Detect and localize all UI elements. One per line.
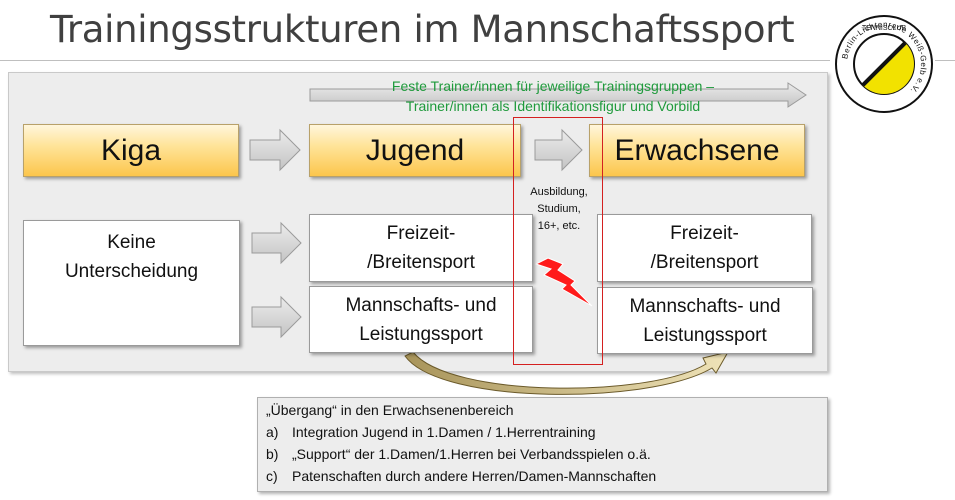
stage-kiga-label: Kiga xyxy=(100,133,162,167)
box-erwachsene-leistung-label: Mannschafts- und Leistungssport xyxy=(629,295,781,346)
box-keine-unterscheidung: Keine Unterscheidung xyxy=(23,220,240,346)
box-erwachsene-freizeit-label: Freizeit- /Breitensport xyxy=(650,223,759,273)
box-erwachsene-leistung: Mannschafts- und Leistungssport xyxy=(597,287,813,354)
box-jugend-freizeit: Freizeit- /Breitensport xyxy=(309,214,533,282)
page-title: Trainingsstrukturen im Mannschaftssport xyxy=(50,8,795,51)
notes-item-text: Integration Jugend in 1.Damen / 1.Herren… xyxy=(292,424,596,440)
notes-heading: „Übergang“ in den Erwachsenenbereich xyxy=(266,402,514,418)
arrow-kiga-jugend xyxy=(249,128,301,172)
lightning-icon xyxy=(534,257,593,307)
notes-item-marker: c) xyxy=(266,468,278,484)
stage-erwachsene: Erwachsene xyxy=(589,124,805,177)
box-jugend-freizeit-label: Freizeit- /Breitensport xyxy=(367,223,475,273)
title-divider-right xyxy=(935,60,955,61)
stage-jugend-label: Jugend xyxy=(365,133,465,167)
tennisclub-logo: Berlin-Lichtenrade Weiß-Gelb e.V. TENNIS… xyxy=(835,15,933,113)
curved-transition-arrow xyxy=(404,351,730,395)
arrow-jugend-erwachsene xyxy=(534,128,583,172)
title-divider xyxy=(0,60,830,61)
notes-item-text: „Support“ der 1.Damen/1.Herren bei Verba… xyxy=(292,446,651,462)
logo-top-text: TENNISCLUB xyxy=(862,25,907,32)
arrow-keine-freizeit xyxy=(251,221,302,265)
notes-item-text: Patenschaften durch andere Herren/Damen-… xyxy=(292,468,657,484)
stage-jugend: Jugend xyxy=(309,124,521,177)
transition-frame xyxy=(513,117,603,365)
trainer-banner-text: Feste Trainer/innen für jeweilige Traini… xyxy=(391,78,715,114)
stage-erwachsene-label: Erwachsene xyxy=(614,133,780,167)
box-erwachsene-freizeit: Freizeit- /Breitensport xyxy=(597,214,812,282)
box-keine-label: Keine Unterscheidung xyxy=(64,232,199,282)
banner-arrow xyxy=(309,82,807,108)
box-jugend-leistung-label: Mannschafts- und Leistungssport xyxy=(345,294,497,345)
arrow-keine-leistung xyxy=(251,295,302,339)
notes-item-marker: a) xyxy=(266,424,279,440)
stage-kiga: Kiga xyxy=(23,124,239,177)
transition-label: Ausbildung, Studium, 16+, etc. xyxy=(530,186,588,232)
notes-item-marker: b) xyxy=(266,446,279,462)
box-jugend-leistung: Mannschafts- und Leistungssport xyxy=(309,286,533,353)
notes-box: „Übergang“ in den Erwachsenenbereich a) … xyxy=(257,397,828,492)
